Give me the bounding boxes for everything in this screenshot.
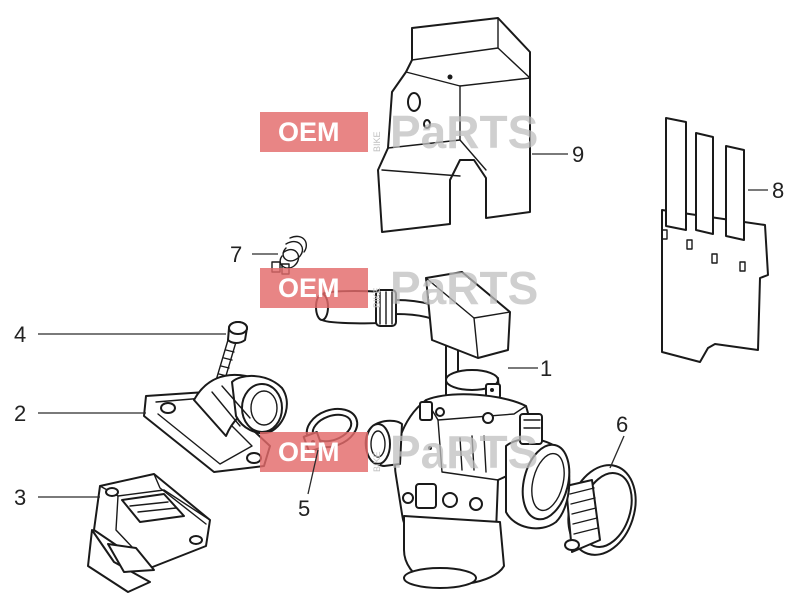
watermark-middle: OEM BIKE PaRTS bbox=[260, 262, 538, 314]
part-9-cover bbox=[377, 17, 531, 233]
watermark-parts-text: PaRTS bbox=[390, 426, 538, 478]
watermark-bottom: OEM BIKE PaRTS bbox=[260, 426, 538, 478]
part-6-clamp bbox=[564, 464, 637, 556]
leader-6 bbox=[609, 435, 625, 469]
watermark-bike-text: BIKE bbox=[372, 451, 382, 472]
callout-8: 8 bbox=[772, 178, 784, 203]
part-3-reed-valve bbox=[87, 473, 211, 593]
callout-7: 7 bbox=[230, 242, 242, 267]
part-2-intake-manifold bbox=[143, 373, 288, 473]
callout-2: 2 bbox=[14, 401, 26, 426]
watermark-oem-text: OEM bbox=[278, 273, 340, 303]
watermark-parts-text: PaRTS bbox=[390, 106, 538, 158]
leader-5 bbox=[307, 449, 319, 495]
part-8-gasket-plate bbox=[661, 117, 769, 363]
callout-1: 1 bbox=[540, 356, 552, 381]
watermark-oem-text: OEM bbox=[278, 437, 340, 467]
watermark-parts-text: PaRTS bbox=[390, 262, 538, 314]
callout-5: 5 bbox=[298, 496, 310, 521]
watermark-oem-text: OEM bbox=[278, 117, 340, 147]
callout-9: 9 bbox=[572, 142, 584, 167]
watermark-bike-text: BIKE bbox=[372, 287, 382, 308]
part-1-carburettor bbox=[315, 271, 571, 589]
part-4-screw bbox=[211, 321, 248, 397]
callout-6: 6 bbox=[616, 412, 628, 437]
leader-lines bbox=[38, 153, 768, 498]
watermark-bike-text: BIKE bbox=[372, 131, 382, 152]
callout-4: 4 bbox=[14, 322, 26, 347]
watermark-top: OEM BIKE PaRTS bbox=[260, 106, 538, 158]
callout-3: 3 bbox=[14, 485, 26, 510]
callout-labels: 9 8 7 4 2 3 1 5 6 bbox=[14, 142, 784, 521]
